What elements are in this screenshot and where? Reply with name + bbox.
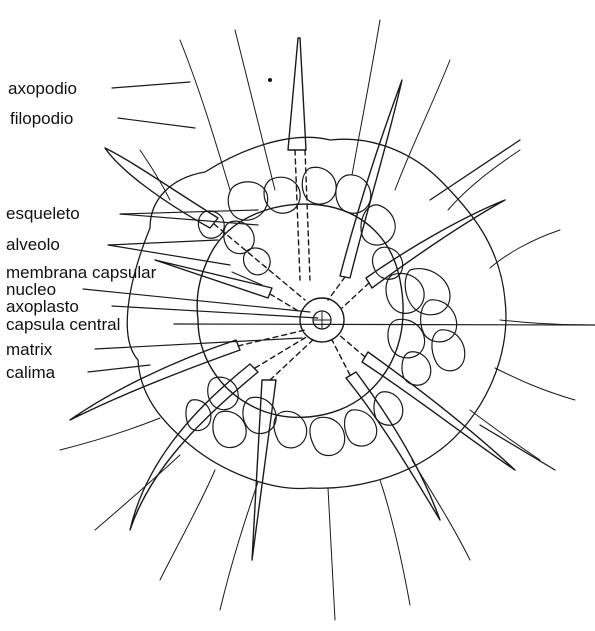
label-filopodio: filopodio (10, 109, 73, 128)
label-capsula-central: capsula central (6, 315, 120, 334)
label-axopodio: axopodio (8, 79, 77, 98)
label-alveolo: alveolo (6, 235, 60, 254)
esqueleto (70, 38, 515, 560)
leader-lines (83, 82, 595, 372)
label-esqueleto: esqueleto (6, 204, 80, 223)
label-calima: calima (6, 363, 56, 382)
label-matrix: matrix (6, 340, 53, 359)
label-axoplasto: axoplasto (6, 297, 79, 316)
